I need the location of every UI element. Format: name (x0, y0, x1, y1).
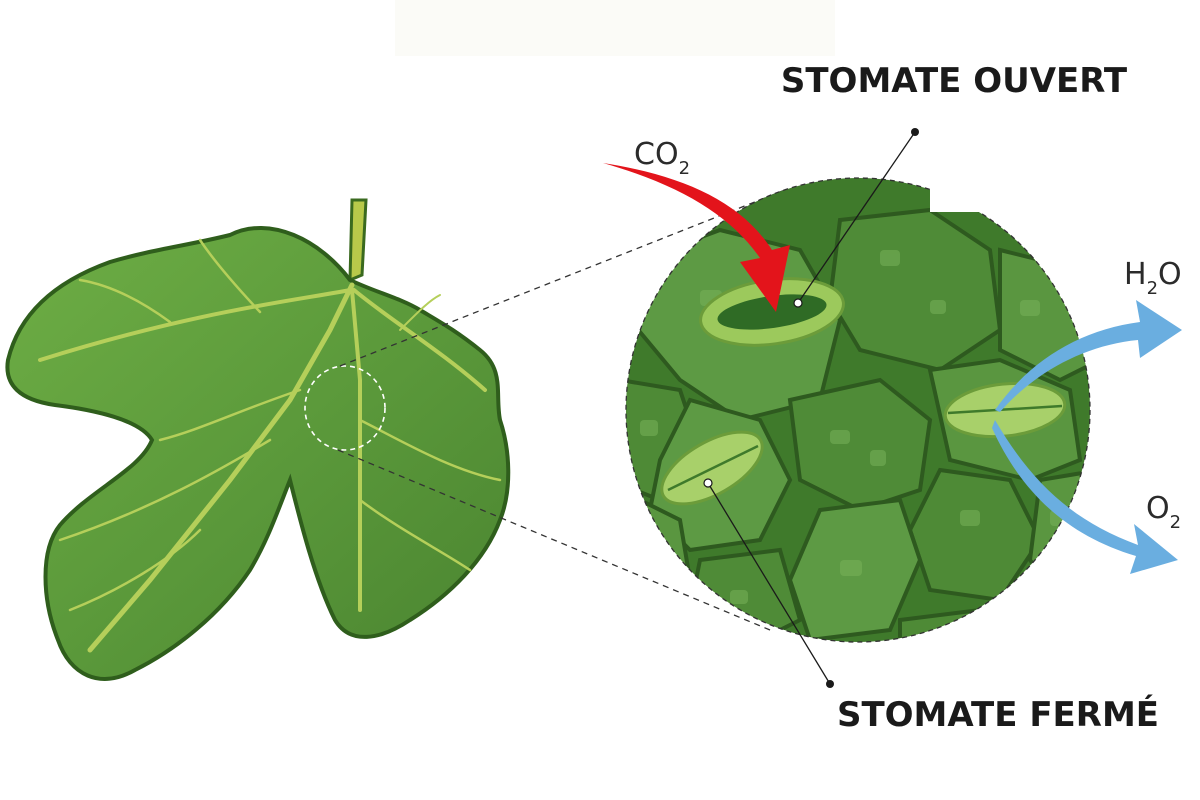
label-co2-sub: 2 (679, 158, 690, 179)
blue-arrow-icon (992, 300, 1182, 574)
label-o2-main: O (1146, 491, 1170, 526)
label-stomate-closed: STOMATE FERMÉ (837, 694, 1159, 735)
mask-patch (930, 170, 1050, 212)
leaf-stem (348, 198, 368, 283)
fig-leaf-icon (5, 198, 511, 681)
label-h2o-tail: O (1158, 257, 1182, 292)
top-band (395, 0, 835, 56)
red-arrow-icon (603, 163, 790, 312)
leader-dot-open-top (911, 128, 919, 136)
leader-dot-open-end (793, 298, 803, 308)
zoom-connector-lines (337, 189, 786, 631)
stomate-closed-icon (943, 381, 1067, 439)
label-o2-sub: 2 (1170, 512, 1181, 533)
label-h2o-main: H (1124, 257, 1147, 292)
stomate-closed-icon (660, 430, 764, 506)
label-co2-main: CO (634, 137, 679, 172)
leaf-zoom-area (304, 365, 386, 451)
label-h2o-sub: 2 (1147, 278, 1158, 299)
leaf-veins (38, 238, 502, 653)
label-co2: CO2 (634, 137, 690, 179)
leaf-blade (5, 225, 511, 681)
label-stomate-open: STOMATE OUVERT (781, 61, 1128, 101)
label-h2o: H2O (1124, 257, 1182, 299)
leader-dot-closed-start (703, 478, 713, 488)
leader-lines (707, 131, 916, 685)
leader-dot-closed-bottom (826, 680, 834, 688)
label-o2: O2 (1146, 491, 1181, 533)
